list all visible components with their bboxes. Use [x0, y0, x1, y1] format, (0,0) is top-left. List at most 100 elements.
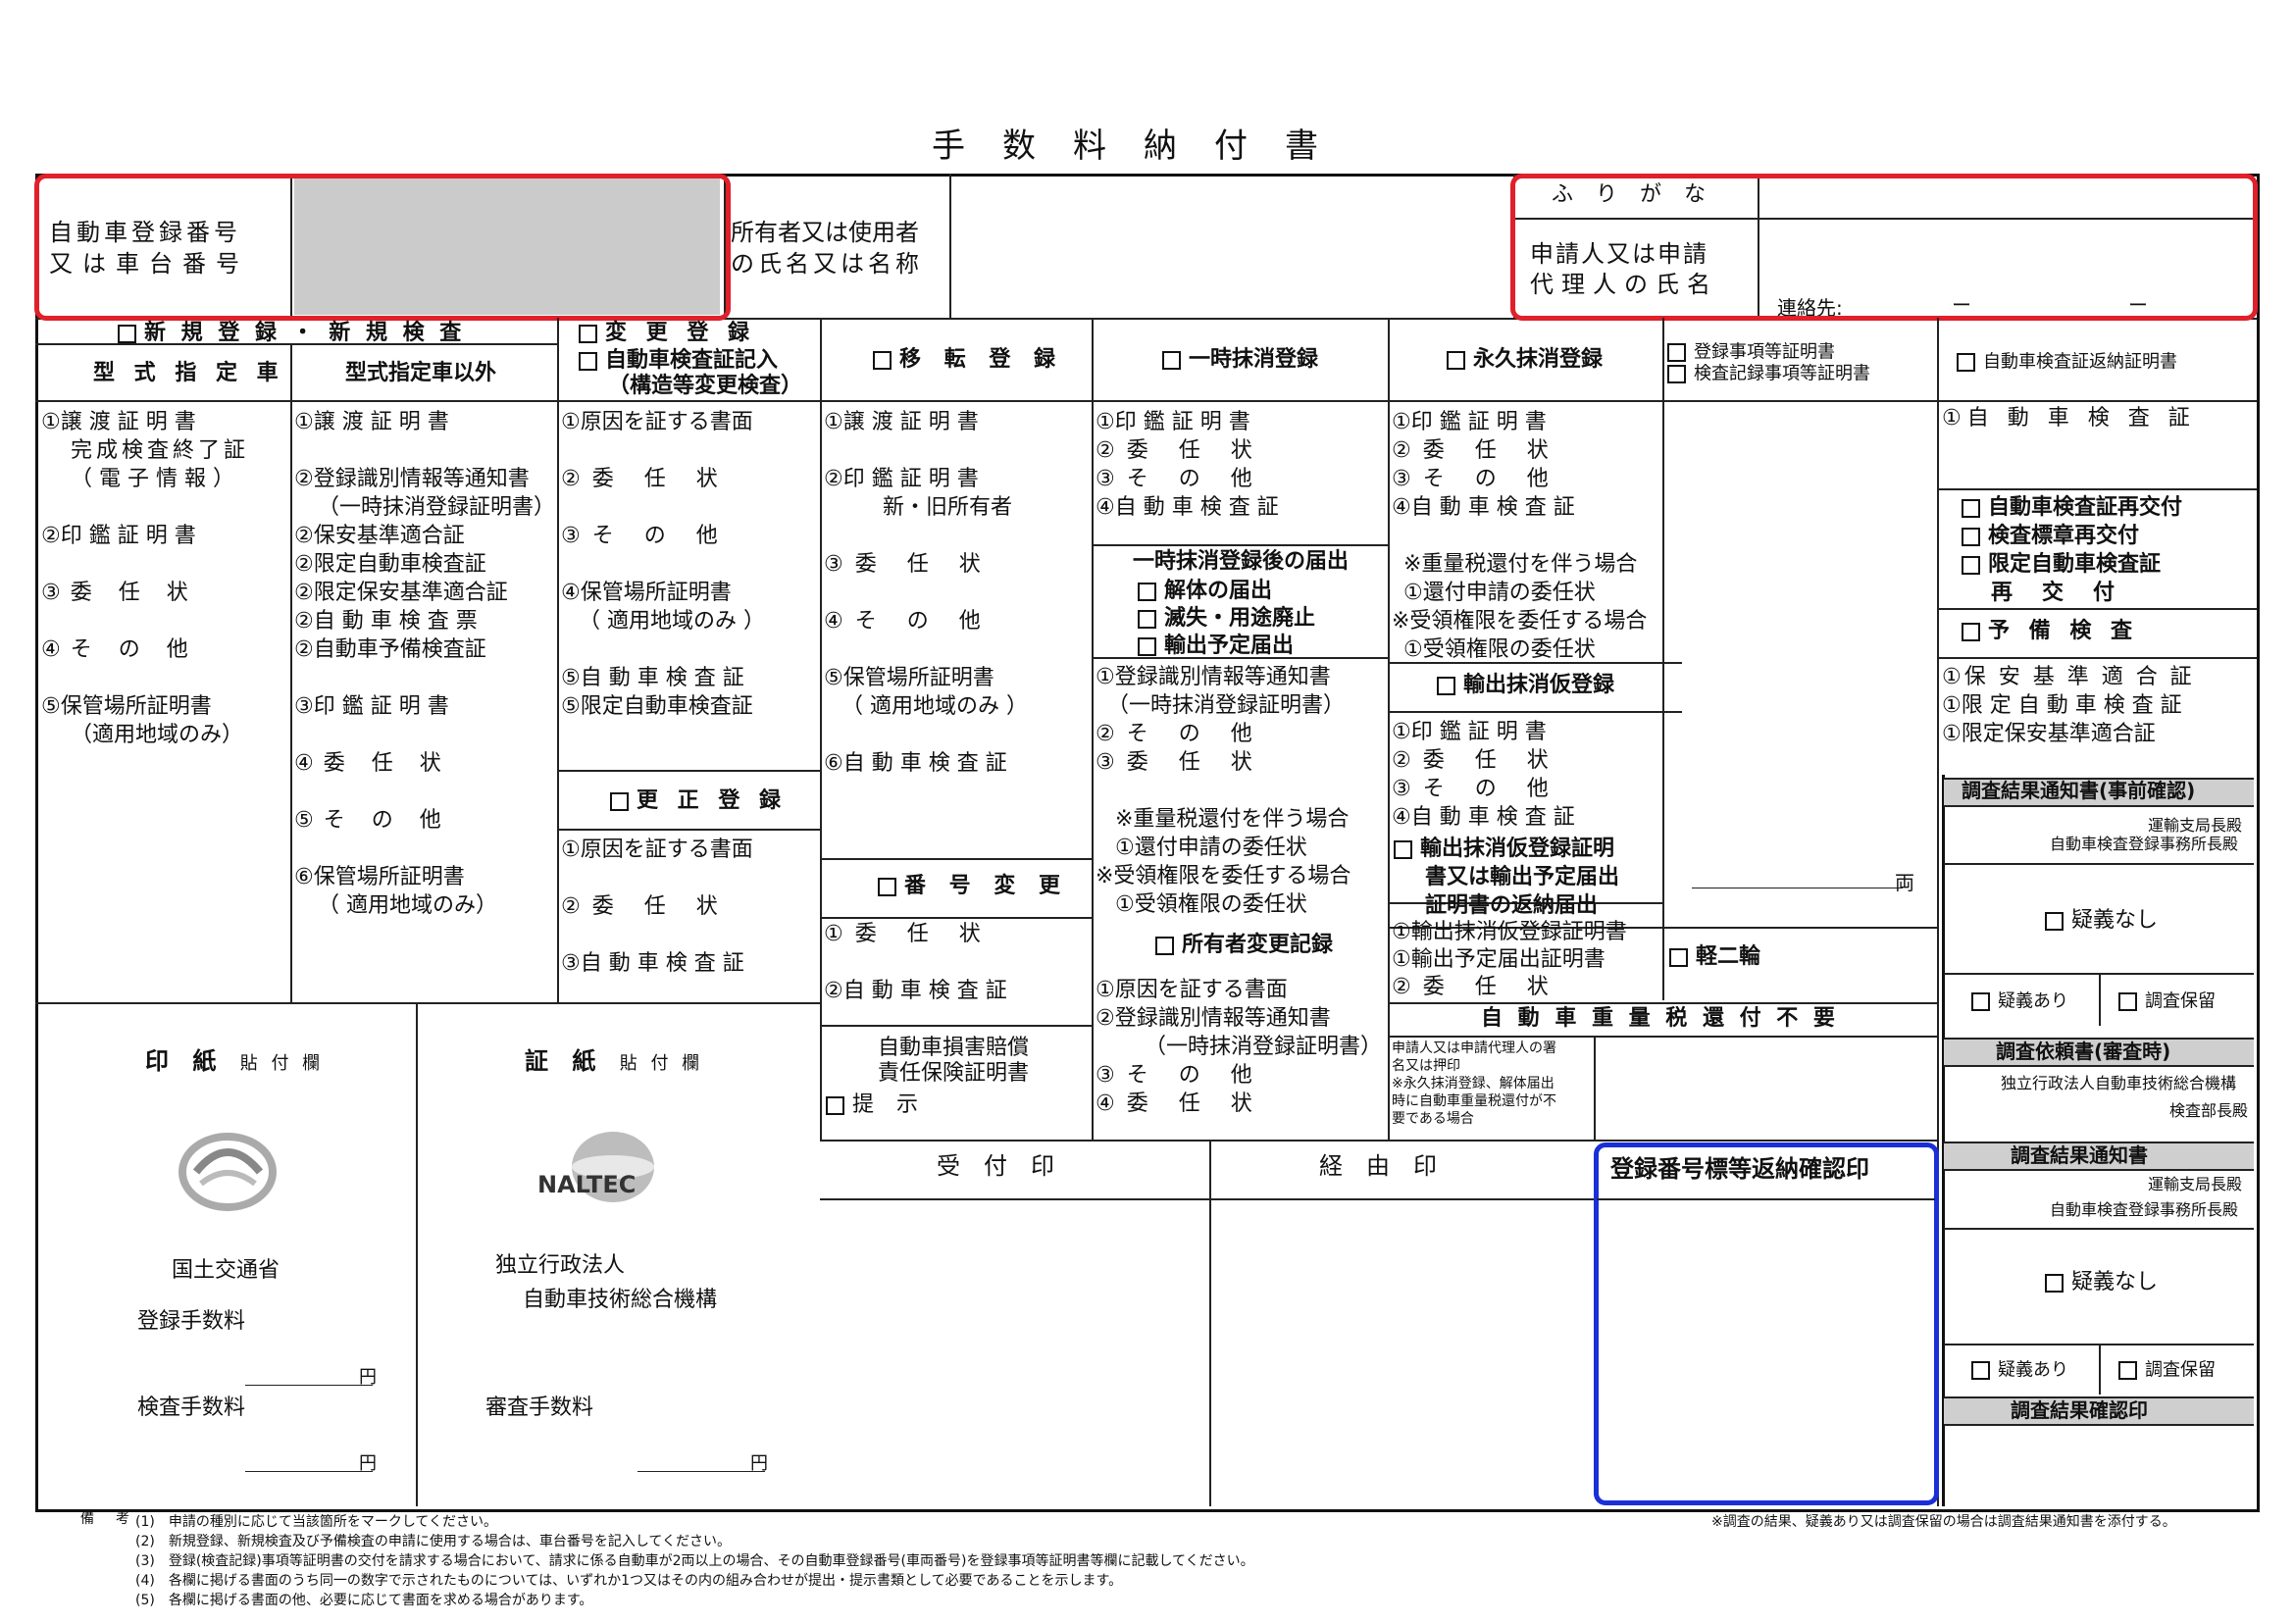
survey-addr-1: 運輸支局長殿 [2148, 816, 2243, 835]
survey-header: 調査結果通知書(事前確認) [1962, 779, 2196, 802]
loss-checkbox[interactable] [1138, 609, 1156, 629]
notice-pending: 調査保留 [2118, 1361, 2216, 1380]
notes-list: (1) 申請の種別に応じて当該箇所をマークしてください。 (2) 新規登録、新規… [135, 1514, 1254, 1608]
receipt-stamp-area[interactable] [824, 1201, 1206, 1503]
transfer-docs: ①譲 渡 証 明 書 ②印 鑑 証 明 書 新・旧所有者 ③委 任 状 ④そ の… [824, 410, 1028, 776]
record-cert-checkbox[interactable] [1667, 343, 1686, 362]
confirm-header: 調査結果確認印 [2011, 1398, 2148, 1422]
survey-addr-2: 自動車検査登録事務所長殿 [2050, 835, 2239, 853]
export-cert-return-checkbox[interactable] [1394, 839, 1412, 859]
change-registration-checkbox[interactable] [579, 324, 597, 343]
light-two-wheel: 軽二輪 [1669, 946, 1760, 968]
correction-registration-checkbox[interactable] [610, 791, 629, 811]
light-two-wheel-checkbox[interactable] [1669, 947, 1688, 967]
form-title: 手数料納付書 [932, 127, 1355, 166]
export-cert-docs: ①輸出抹消仮登録証明書 ①輸出予定届出証明書 ②委 任 状 [1392, 920, 1627, 999]
non-type-designated-docs: ①譲 渡 証 明 書 ②登録識別情報等通知書 （一時抹消登録証明書） ②保安基準… [294, 410, 556, 918]
sticker-reissue-checkbox[interactable] [1962, 527, 1980, 546]
inspection-cert-entry-checkbox[interactable] [579, 351, 597, 371]
permanent-deregistration-header: 永久抹消登録 [1447, 349, 1603, 371]
limited-cert-checkbox[interactable] [1962, 555, 1980, 575]
vehicle-number-field[interactable] [294, 178, 720, 315]
temp-deregistration-docs: ①印 鑑 証 明 書 ②委 任 状 ③そ の 他 ④自 動 車 検 査 証 [1096, 410, 1279, 520]
naltec-logo-text: NALTEC [537, 1171, 637, 1198]
cert-reissue-checkbox[interactable] [1962, 498, 1980, 518]
structure-change-header: （構造等変更検査） [608, 374, 803, 398]
vehicle-number-label-2: 又は車台番号 [49, 250, 249, 278]
export-deregistration-docs: ①印 鑑 証 明 書 ②委 任 状 ③そ の 他 ④自 動 車 検 査 証 [1392, 720, 1575, 830]
permanent-deregistration-checkbox[interactable] [1447, 350, 1465, 370]
type-designated-header: 型 式 指 定 車 [93, 361, 284, 385]
owner-change-checkbox[interactable] [1155, 936, 1174, 955]
correction-docs: ①原因を証する書面 ②委 任 状 ③自 動 車 検 査 証 [561, 837, 753, 976]
notice-addr-1: 運輸支局長殿 [2148, 1175, 2243, 1193]
form-frame [35, 174, 2260, 1512]
inspection-record-cert-checkbox[interactable] [1667, 365, 1686, 383]
request-header: 調査依頼書(審査時) [1996, 1040, 2171, 1063]
registration-fee-label: 登録手数料 [137, 1309, 246, 1334]
owner-label-2: の氏名又は名称 [731, 250, 923, 278]
transfer-registration-header: 移 転 登 録 [873, 349, 1063, 371]
contact-label: 連絡先: [1777, 296, 1843, 320]
survey-doubt-checkbox[interactable] [1971, 992, 1990, 1011]
non-type-designated-header: 型式指定車以外 [345, 361, 497, 385]
export-deregistration-checkbox[interactable] [1437, 676, 1455, 695]
via-stamp-area[interactable] [1213, 1201, 1591, 1503]
cert-return-checkbox[interactable] [1957, 353, 1975, 372]
notice-pending-checkbox[interactable] [2118, 1361, 2137, 1380]
cert-return-item: ①自 動 車 検 査 証 [1942, 406, 2196, 431]
insurance-present-checkbox[interactable] [826, 1095, 844, 1115]
plate-return-label: 登録番号標等返納確認印 [1610, 1155, 1869, 1183]
new-registration-checkbox[interactable] [118, 324, 136, 343]
registration-fee-yen: 円 [359, 1367, 377, 1388]
notice-header: 調査結果通知書 [2011, 1143, 2148, 1167]
prelim-inspection-header: 予 備 検 査 [1962, 621, 2138, 642]
number-change-docs: ①委 任 状 ②自 動 車 検 査 証 [824, 922, 1007, 1003]
number-change-checkbox[interactable] [878, 877, 896, 896]
confirm-header-band [1944, 1396, 2254, 1426]
prelim-inspection-checkbox[interactable] [1962, 622, 1980, 641]
vehicle-number-highlight [34, 174, 731, 321]
owner-label-1: 所有者又は使用者 [731, 219, 919, 246]
plate-return-highlight [1594, 1142, 1939, 1505]
applicant-highlight [1510, 174, 2258, 321]
export-deregistration-header: 輸出抹消仮登録 [1437, 675, 1614, 696]
inspection-fee-yen: 円 [359, 1453, 377, 1474]
number-change-header: 番 号 変 更 [878, 876, 1068, 897]
prelim-inspection-docs: ①保 安 基 準 適 合 証 ①限 定 自 動 車 検 査 証 ①限定保安基準適… [1942, 665, 2195, 746]
dismantle-checkbox[interactable] [1138, 582, 1156, 601]
notice-doubt-checkbox[interactable] [1971, 1361, 1990, 1380]
temp-deregistration-checkbox[interactable] [1162, 350, 1181, 370]
temp-deregistration-header: 一時抹消登録 [1162, 349, 1318, 371]
notice-doubt: 疑義あり [1971, 1361, 2068, 1380]
review-fee-line [637, 1471, 765, 1472]
review-fee-label: 審査手数料 [485, 1396, 594, 1420]
notice-header-band [1944, 1142, 2254, 1171]
notice-no-doubt: 疑義なし [2045, 1272, 2158, 1294]
survey-no-doubt-checkbox[interactable] [2045, 911, 2064, 931]
change-registration-header: 変 更 登 録 [579, 323, 755, 344]
survey-pending-checkbox[interactable] [2118, 992, 2137, 1011]
cert-return-header: 自動車検査証返納証明書 [1957, 353, 2177, 372]
survey-attach-note: ※調査の結果、疑義あり又は調査保留の場合は調査結果通知書を添付する。 [1711, 1514, 2176, 1530]
notice-no-doubt-checkbox[interactable] [2045, 1273, 2064, 1293]
temp-deregistration-docs-2: ①登録識別情報等通知書 （一時抹消登録証明書） ②そ の 他 ③委 任 状 ※重… [1096, 665, 1351, 917]
record-cert-header-1: 登録事項等証明書 [1667, 343, 1835, 362]
transfer-registration-checkbox[interactable] [873, 350, 892, 370]
insurance-label-1: 自動車損害賠償 [878, 1036, 1030, 1060]
owner-name-field[interactable] [953, 178, 1508, 315]
correction-registration-header: 更 正 登 録 [610, 790, 787, 812]
survey-header-band [1944, 778, 2254, 807]
naltec-name-1: 独立行政法人 [495, 1253, 626, 1278]
plate-return-stamp-area[interactable] [1601, 1204, 1924, 1489]
permanent-deregistration-docs: ①印 鑑 証 明 書 ②委 任 状 ③そ の 他 ④自 動 車 検 査 証 ※重… [1392, 410, 1648, 662]
inspection-cert-entry-header: 自動車検査証記入 [579, 350, 778, 372]
survey-pending: 調査保留 [2118, 992, 2216, 1011]
type-designated-docs: ①譲 渡 証 明 書 完成検査終了証 （ 電 子 情 報 ） ②印 鑑 証 明 … [41, 410, 250, 747]
naltec-name-2: 自動車技術総合機構 [523, 1288, 718, 1312]
furigana-label: ふ り が な [1552, 182, 1713, 207]
inshi-label: 印 紙 貼 付 欄 [145, 1047, 325, 1075]
export-plan-checkbox[interactable] [1138, 636, 1156, 656]
insurance-present: 提 示 [826, 1094, 926, 1116]
tax-refund-unneeded: 自 動 車 重 量 税 還 付 不 要 [1481, 1006, 1839, 1031]
